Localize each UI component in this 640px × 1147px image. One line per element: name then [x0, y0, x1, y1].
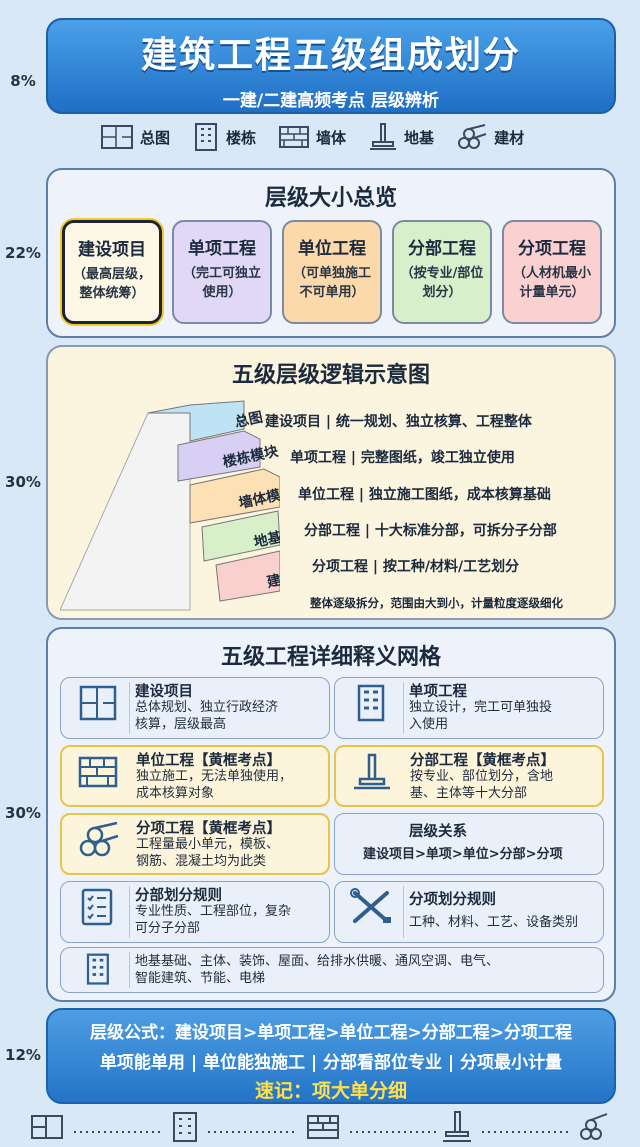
brick-wall-icon: [279, 126, 310, 148]
staircase-diagram: 总图 楼栋模块 墙体模块 地基模块 建材构件: [60, 400, 280, 611]
logic-line: 分项工程 | 按工种/材料/工艺划分: [312, 559, 520, 575]
step-label: 总图: [233, 408, 264, 430]
page-subtitle: 一建/二建高频考点 层级辨析: [222, 91, 440, 111]
building-icon: [173, 1112, 197, 1142]
overview-panel: 层级大小总览 建设项目（最高层级，整体统筹） 单项工程（完工可独立使用） 单位工…: [46, 168, 616, 338]
detail-grid-panel: 五级工程详细释义网格 建设项目 总体规划、独立行政经济核算，层级最高 单项工程 …: [46, 627, 616, 1002]
formula-line: 单项能单用 | 单位能独施工 | 分部看部位专业 | 分项最小计量: [99, 1053, 563, 1073]
legend-item: 建材: [456, 123, 524, 151]
step-block: [177, 430, 261, 482]
legend-item: 楼栋: [192, 122, 256, 152]
percent-label: 30%: [5, 804, 41, 822]
materials-icon: [580, 1113, 608, 1140]
page-title: 建筑工程五级组成划分: [140, 35, 521, 76]
building-icon: [86, 953, 109, 985]
foundation-icon: [370, 123, 397, 150]
section-title: 五级工程详细释义网格: [220, 645, 441, 670]
icon-legend: 总图 楼栋 墙体 地基 建材: [100, 120, 570, 154]
bottom-icon-strip: [31, 1111, 608, 1142]
grid-cell: 分项划分规则 工种、材料、工艺、设备类别: [334, 881, 604, 943]
foundation-icon: [354, 753, 390, 790]
grid-cell: 单项工程 独立设计，完工可单独投入使用: [334, 677, 604, 739]
formula-line: 层级公式：建设项目>单项工程>单位工程>分部工程>分项工程: [90, 1023, 572, 1043]
plan-icon: [79, 685, 117, 721]
grid-cell: 分部划分规则 专业性质、工程部位，复杂可分子分部: [60, 881, 330, 943]
formula-banner: 层级公式：建设项目>单项工程>单位工程>分部工程>分项工程 单项能单用 | 单位…: [46, 1008, 616, 1104]
grid-cell-wide: 地基基础、主体、装饰、屋面、给排水供暖、通风空调、电气、智能建筑、节能、电梯: [60, 947, 604, 993]
brick-wall-icon: [78, 756, 118, 788]
legend-item: 总图: [100, 123, 170, 151]
grid-cell-highlight: 分项工程【黄框考点】 工程量最小单元，模板、钢筋、混凝土均为此类: [60, 813, 330, 875]
logic-footnote: 整体逐级拆分，范围由大到小，计量粒度逐级细化: [310, 596, 563, 610]
plan-icon: [31, 1115, 63, 1139]
plan-icon: [101, 125, 133, 149]
title-banner: 建筑工程五级组成划分 一建/二建高频考点 层级辨析: [46, 18, 616, 114]
percent-label: 30%: [5, 473, 41, 491]
level-card-project: 建设项目（最高层级，整体统筹）: [62, 220, 162, 324]
logic-line: 分部工程 | 十大标准分部，可拆分子分部: [304, 523, 557, 539]
step-block: [147, 400, 245, 442]
brick-wall-icon: [307, 1115, 339, 1139]
foundation-icon: [443, 1111, 471, 1142]
materials-icon: [79, 821, 119, 857]
level-card-subitem: 分项工程（人材机最小计量单元）: [502, 220, 602, 324]
percent-label: 22%: [5, 244, 41, 262]
section-title: 层级大小总览: [264, 186, 397, 211]
grid-cell: 层级关系 建设项目>单项>单位>分部>分项: [334, 813, 604, 875]
level-card-unit: 单位工程（可单独施工不可单用）: [282, 220, 382, 324]
materials-icon: [458, 124, 487, 149]
step-block: [215, 550, 280, 602]
level-card-single: 单项工程（完工可独立使用）: [172, 220, 272, 324]
building-icon: [195, 123, 218, 151]
step-block: [189, 468, 280, 524]
logic-line: 单位工程 | 独立施工图纸，成本核算基础: [298, 487, 551, 503]
section-title: 五级层级逻辑示意图: [231, 363, 430, 388]
logic-line: 建设项目 | 统一规划、独立核算、工程整体: [265, 414, 532, 430]
grid-cell: 建设项目 总体规划、独立行政经济核算，层级最高: [60, 677, 330, 739]
legend-item: 地基: [368, 122, 434, 152]
logic-panel: 五级层级逻辑示意图 总图 楼栋模块 墙体模块 地基模块 建材构件 建设项目 | …: [46, 345, 616, 620]
grid-cell-highlight: 单位工程【黄框考点】 独立施工，无法单独使用，成本核算对象: [60, 745, 330, 807]
level-card-division: 分部工程（按专业/部位划分）: [392, 220, 492, 324]
mnemonic-line: 速记：项大单分细: [254, 1080, 407, 1102]
grid-cell-highlight: 分部工程【黄框考点】 按专业、部位划分，含地基、主体等十大分部: [334, 745, 604, 807]
percent-label: 12%: [5, 1046, 41, 1064]
legend-item: 墙体: [278, 124, 346, 150]
step-block: [201, 510, 280, 562]
tools-icon: [350, 888, 391, 923]
percent-label: 8%: [10, 72, 36, 90]
logic-line: 单项工程 | 完整图纸，竣工独立使用: [290, 450, 515, 466]
building-icon: [357, 684, 385, 722]
checklist-icon: [81, 888, 113, 926]
